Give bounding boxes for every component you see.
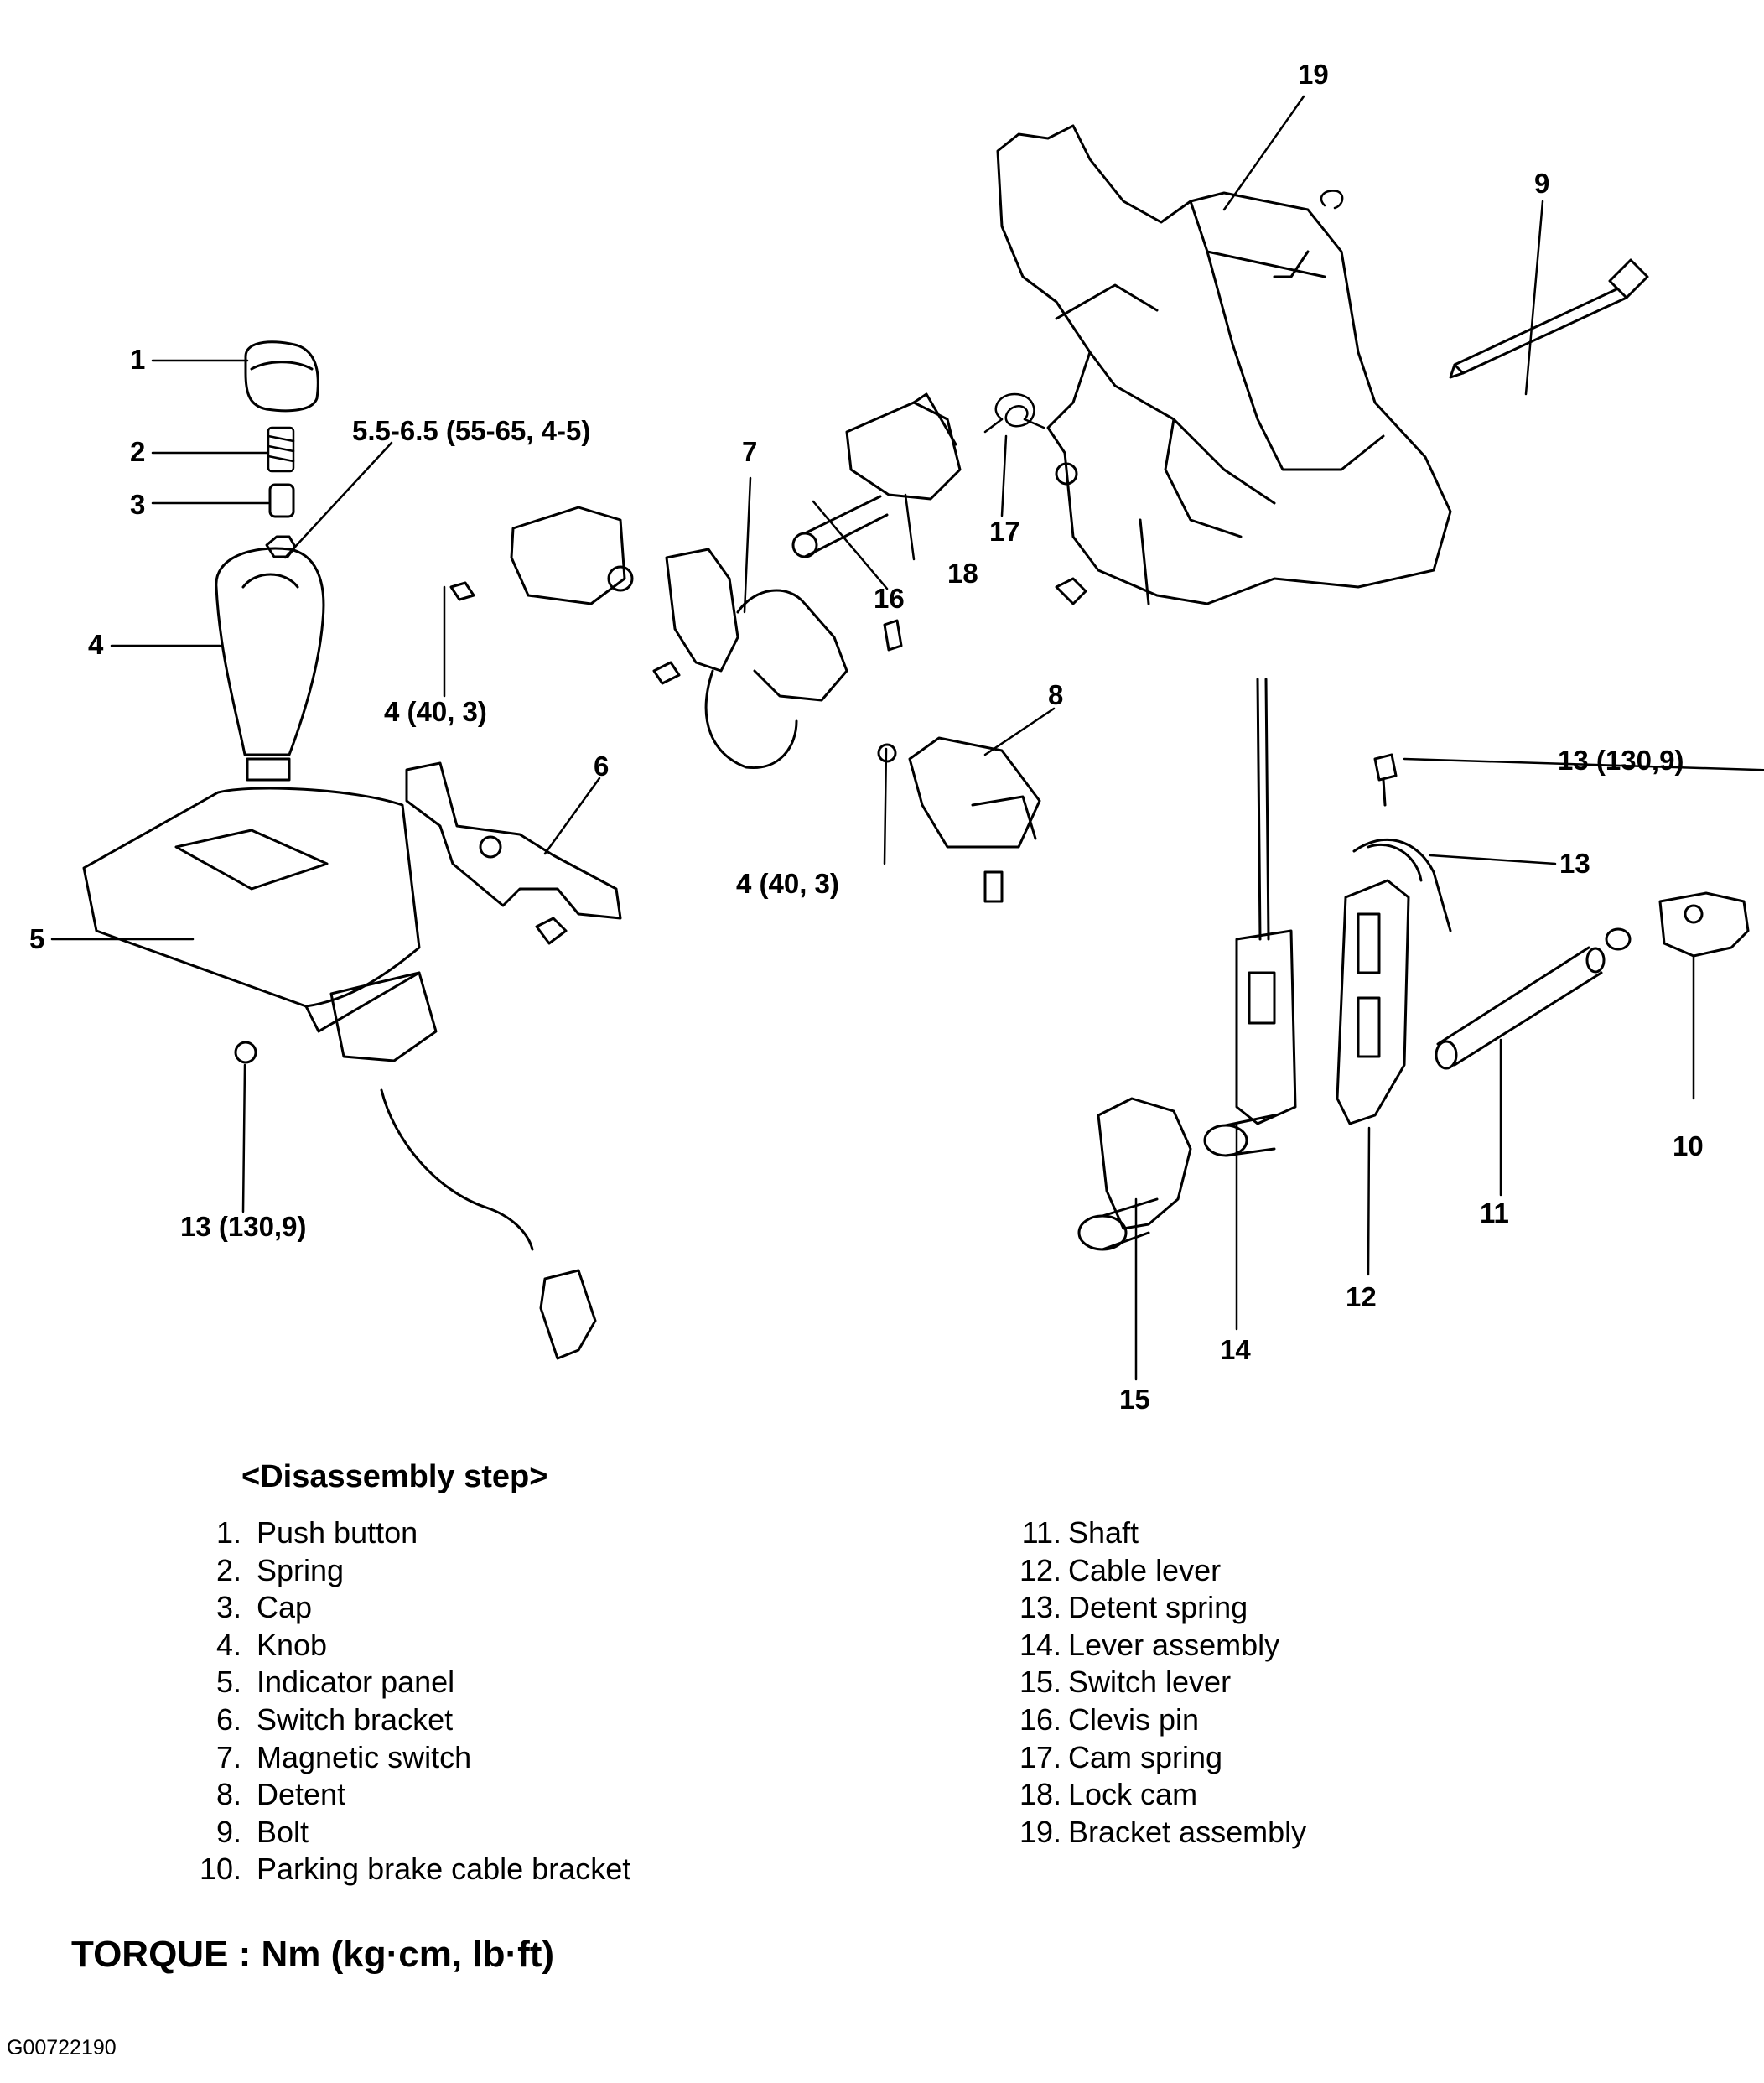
list-item: 13.Detent spring [1019,1590,1248,1625]
leader-lines [50,95,1764,1381]
callout-shaft: 11 [1480,1197,1509,1229]
callout-cam-spring: 17 [989,516,1020,547]
callout-cap-nut-torque: 5.5-6.5 (55-65, 4-5) [352,415,591,446]
callout-detent: 8 [1048,679,1064,710]
callout-lock-cam: 18 [947,558,978,589]
indicator-panel-part [82,787,597,1360]
list-item: 7.Magnetic switch [215,1739,472,1774]
cam-spring-part [983,392,1045,434]
list-item: 3.Cap [215,1590,313,1625]
disassembly-list-left: 1.Push button 2.Spring 3.Cap 4.Knob 5.In… [184,1514,630,1888]
callout-switch-bracket: 6 [594,751,610,782]
cable-lever-part [1336,879,1410,1125]
callout-detent-spring: 13 [1559,848,1590,879]
disassembly-list-right: 11.Shaft 12.Cable lever 13.Detent spring… [1013,1514,1306,1851]
list-item: 17.Cam spring [1019,1739,1223,1774]
callout-knob: 4 [88,629,104,660]
list-item: 9.Bolt [215,1814,309,1849]
list-item: 1.Push button [215,1515,418,1550]
disassembly-title: <Disassembly step> [241,1459,548,1494]
list-item: 6.Switch bracket [215,1701,454,1737]
list-item: 16.Clevis pin [1019,1701,1200,1737]
callout-push-button: 1 [130,344,146,375]
detent-spring-part [1352,753,1452,932]
list-item: 10.Parking brake cable bracket [199,1852,631,1887]
bolt-part [1449,258,1649,379]
shaft-part [1435,946,1606,1070]
callout-bracket-assembly: 19 [1298,59,1329,90]
magnetic-switch-part [652,548,903,770]
lock-cam-part [845,392,962,501]
switch-assembly-part [449,506,634,605]
switch-lever-part [1077,1097,1192,1251]
list-item: 8.Detent [215,1777,346,1812]
callout-indicator-panel: 5 [29,923,45,954]
detent-part [877,736,1041,903]
callout-cable-lever: 12 [1346,1281,1377,1312]
retaining-clip-part [1320,190,1344,210]
callout-spring-bolt-torque: 13 (130,9) [1558,745,1684,776]
list-item: 18.Lock cam [1019,1777,1198,1812]
torque-units-note: TORQUE : Nm (kg·cm, lb·ft) [71,1934,555,1975]
exploded-view-diagram [50,95,1764,1381]
list-item: 15.Switch lever [1019,1665,1232,1700]
callout-magnetic-switch: 7 [742,436,758,467]
switch-bracket-part [405,761,622,945]
cap-part [265,483,297,558]
list-item: 2.Spring [215,1552,345,1587]
callout-bolt: 9 [1534,168,1550,199]
list-item: 4.Knob [215,1627,328,1662]
callout-switch-bolt-torque: 4 (40, 3) [384,696,487,727]
callout-clevis-pin: 16 [874,583,905,614]
list-item: 5.Indicator panel [215,1665,455,1700]
list-item: 12.Cable lever [1019,1552,1222,1587]
callout-panel-bolt-torque: 13 (130,9) [180,1211,307,1242]
bracket-assembly-part [996,124,1452,605]
callout-cap: 3 [130,489,146,520]
knob-part [215,547,325,782]
spring-part [267,426,295,473]
parking-brake-cable-bracket-part [1605,891,1750,958]
push-button-part [244,340,319,413]
figure-id: G00722190 [7,2036,117,2060]
lever-assembly-part [1203,678,1297,1157]
list-item: 19.Bracket assembly [1019,1814,1307,1849]
callout-detent-bolt-torque: 4 (40, 3) [736,868,839,899]
callout-switch-lever: 15 [1119,1384,1150,1415]
callout-parking-brake-cable-bracket: 10 [1673,1130,1704,1161]
clevis-pin-part [791,495,889,558]
callout-lever-assembly: 14 [1220,1334,1251,1365]
list-item: 11.Shaft [1021,1515,1139,1550]
callout-spring: 2 [130,436,146,467]
list-item: 14.Lever assembly [1019,1627,1280,1662]
